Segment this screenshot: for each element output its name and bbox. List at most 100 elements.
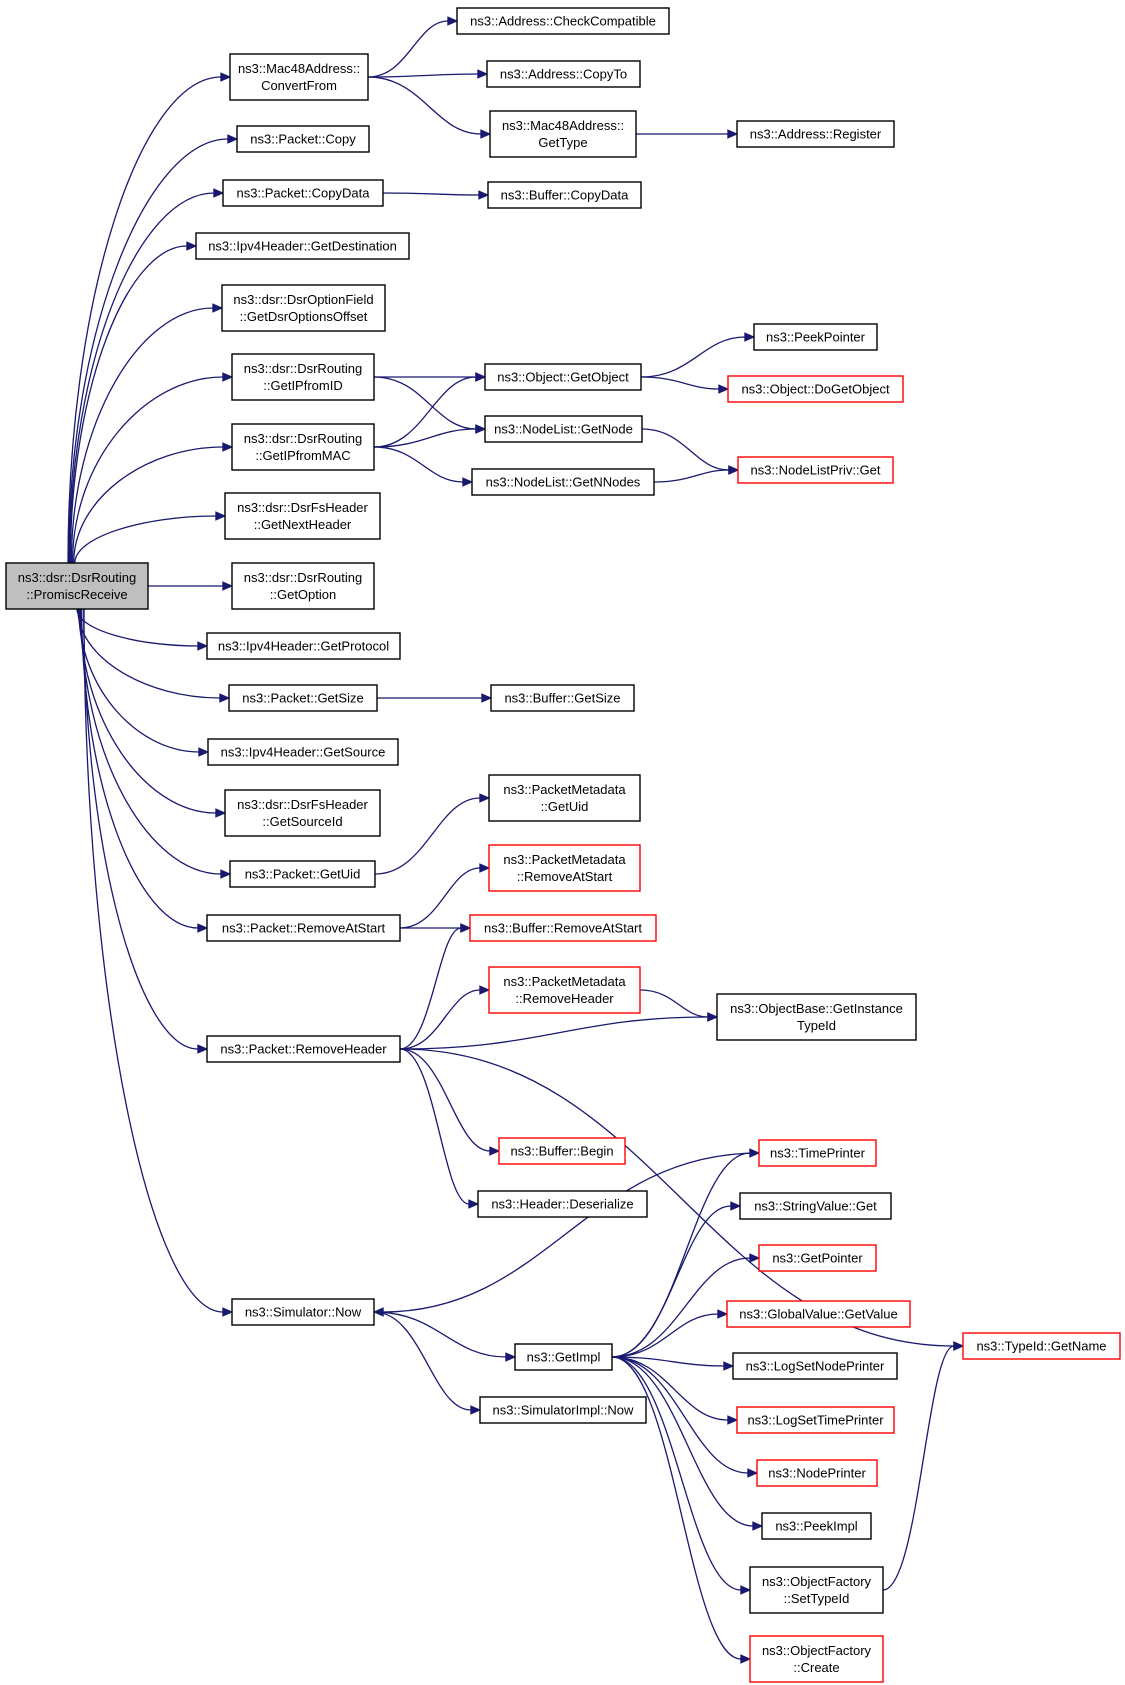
function-node[interactable]: ns3::PeekImpl xyxy=(761,1512,872,1540)
function-node[interactable]: ns3::Buffer::CopyData xyxy=(487,181,642,209)
function-node[interactable]: ns3::PacketMetadata::RemoveHeader xyxy=(488,966,641,1014)
function-node[interactable]: ns3::Packet::CopyData xyxy=(222,179,384,207)
function-node[interactable]: ns3::dsr::DsrFsHeader::GetSourceId xyxy=(224,789,381,837)
function-node[interactable]: ns3::dsr::DsrRouting::GetIPfromID xyxy=(231,353,375,401)
node-box xyxy=(224,789,381,837)
node-label: ns3::Packet::GetUid xyxy=(245,867,361,882)
node-label: ns3::Header::Deserialize xyxy=(491,1197,633,1212)
node-box xyxy=(727,375,904,403)
function-node[interactable]: ns3::GetPointer xyxy=(758,1244,877,1272)
function-node[interactable]: ns3::Object::DoGetObject xyxy=(727,375,904,403)
function-node[interactable]: ns3::Mac48Address::ConvertFrom xyxy=(229,53,369,101)
node-label: ::GetIPfromID xyxy=(263,378,342,393)
function-node[interactable]: ns3::NodeList::GetNNodes xyxy=(471,468,655,496)
arrowhead-root-to-optField xyxy=(212,303,224,313)
function-node[interactable]: ns3::NodeList::GetNode xyxy=(484,415,643,443)
node-box xyxy=(736,120,895,148)
function-node[interactable]: ns3::Header::Deserialize xyxy=(477,1190,648,1218)
function-node[interactable]: ns3::ObjectFactory::SetTypeId xyxy=(749,1566,884,1614)
node-label: ns3::Packet::RemoveHeader xyxy=(220,1042,387,1057)
node-box xyxy=(758,1139,877,1167)
node-label: ns3::Address::CheckCompatible xyxy=(470,14,656,29)
function-node[interactable]: ns3::GetImpl xyxy=(514,1343,613,1371)
function-node[interactable]: ns3::Buffer::RemoveAtStart xyxy=(469,914,657,942)
node-box xyxy=(962,1332,1121,1360)
node-box xyxy=(236,125,370,153)
arrowhead-getImpl-to-peekImpl xyxy=(752,1521,764,1531)
edge-mac48conv-to-addrCheck xyxy=(367,20,449,78)
function-node[interactable]: ns3::dsr::DsrRouting::GetIPfromMAC xyxy=(231,423,375,471)
arrowhead-ipFromMac-to-nlGetN xyxy=(462,477,474,487)
node-label: ns3::Buffer::GetSize xyxy=(504,691,620,706)
arrowhead-getImpl-to-logNodePr xyxy=(723,1361,735,1371)
function-node[interactable]: ns3::Packet::GetUid xyxy=(229,860,376,888)
function-node[interactable]: ns3::NodeListPriv::Get xyxy=(737,456,894,484)
function-node[interactable]: ns3::Address::CheckCompatible xyxy=(456,7,670,35)
arrowhead-mac48type-to-addrReg xyxy=(727,129,739,139)
node-label: ns3::SimulatorImpl::Now xyxy=(493,1403,634,1418)
node-label: ns3::Buffer::Begin xyxy=(510,1144,613,1159)
node-box xyxy=(5,562,149,610)
node-box xyxy=(206,632,401,660)
function-node[interactable]: ns3::PacketMetadata::RemoveAtStart xyxy=(488,844,641,892)
edge-root-to-pktSize xyxy=(77,608,221,699)
function-node[interactable]: ns3::PeekPointer xyxy=(753,323,878,351)
node-label: ::PromiscReceive xyxy=(26,587,127,602)
node-label: ::Create xyxy=(793,1660,839,1675)
function-node[interactable]: ns3::Packet::RemoveAtStart xyxy=(206,914,401,942)
node-label: ns3::Simulator::Now xyxy=(245,1305,362,1320)
node-label: ns3::dsr::DsrOptionField xyxy=(233,292,373,307)
node-box xyxy=(469,914,657,942)
function-node[interactable]: ns3::NodePrinter xyxy=(756,1459,878,1487)
function-node[interactable]: ns3::Ipv4Header::GetSource xyxy=(207,738,399,766)
function-node[interactable]: ns3::SimulatorImpl::Now xyxy=(479,1396,647,1424)
function-node[interactable]: ns3::Packet::RemoveHeader xyxy=(206,1035,401,1063)
node-label: ::SetTypeId xyxy=(784,1591,850,1606)
arrowhead-root-to-ipFromId xyxy=(222,372,234,382)
arrowhead-pktRemStart-to-pmRemStart xyxy=(479,863,491,873)
function-node[interactable]: ns3::dsr::DsrOptionField::GetDsrOptionsO… xyxy=(221,284,386,332)
node-box xyxy=(761,1512,872,1540)
function-node[interactable]: ns3::StringValue::Get xyxy=(739,1192,892,1220)
node-box xyxy=(490,684,635,712)
function-node[interactable]: ns3::TimePrinter xyxy=(758,1139,877,1167)
function-node[interactable]: ns3::PacketMetadata::GetUid xyxy=(488,774,641,822)
arrowhead-getImpl-to-logTimePr xyxy=(727,1415,739,1425)
arrowhead-objGet-to-objDoGet xyxy=(718,384,730,394)
function-node[interactable]: ns3::Ipv4Header::GetProtocol xyxy=(206,632,401,660)
node-label: ns3::PacketMetadata xyxy=(503,852,626,867)
function-node[interactable]: ns3::dsr::DsrFsHeader::GetNextHeader xyxy=(224,492,381,540)
node-label: ns3::Packet::RemoveAtStart xyxy=(222,921,386,936)
function-node[interactable]: ns3::LogSetTimePrinter xyxy=(736,1406,895,1434)
edge-root-to-ipFromMac xyxy=(73,446,224,564)
function-node[interactable]: ns3::Buffer::GetSize xyxy=(490,684,635,712)
function-node[interactable]: ns3::Mac48Address::GetType xyxy=(489,110,637,158)
node-box xyxy=(749,1566,884,1614)
root-function-node: ns3::dsr::DsrRouting::PromiscReceive xyxy=(5,562,149,610)
edge-objGet-to-peekPtr xyxy=(640,336,746,378)
node-label: ns3::PeekImpl xyxy=(775,1519,857,1534)
function-node[interactable]: ns3::Buffer::Begin xyxy=(498,1137,626,1165)
function-node[interactable]: ns3::ObjectFactory::Create xyxy=(749,1635,884,1683)
function-node[interactable]: ns3::Address::Register xyxy=(736,120,895,148)
node-box xyxy=(231,353,375,401)
function-node[interactable]: ns3::Ipv4Header::GetDestination xyxy=(195,232,410,260)
function-node[interactable]: ns3::GlobalValue::GetValue xyxy=(726,1300,911,1328)
node-label: ::RemoveHeader xyxy=(515,991,614,1006)
function-node[interactable]: ns3::TypeId::GetName xyxy=(962,1332,1121,1360)
function-node[interactable]: ns3::Packet::GetSize xyxy=(228,684,378,712)
edge-pktRemHdr-to-objBaseTid xyxy=(399,1016,709,1050)
node-label: ns3::Packet::Copy xyxy=(250,132,356,147)
function-node[interactable]: ns3::Address::CopyTo xyxy=(486,60,641,88)
node-box xyxy=(514,1343,613,1371)
edge-root-to-pktCopy xyxy=(67,138,229,564)
function-node[interactable]: ns3::Packet::Copy xyxy=(236,125,370,153)
function-node[interactable]: ns3::Simulator::Now xyxy=(231,1298,375,1326)
function-node[interactable]: ns3::LogSetNodePrinter xyxy=(732,1352,898,1380)
edge-ipFromMac-to-nlGetNode xyxy=(373,428,477,448)
arrowhead-root-to-pktCopyData xyxy=(213,188,225,198)
edge-getImpl-to-ofSetTid xyxy=(611,1356,742,1591)
function-node[interactable]: ns3::dsr::DsrRouting::GetOption xyxy=(231,562,375,610)
function-node[interactable]: ns3::Object::GetObject xyxy=(484,363,642,391)
